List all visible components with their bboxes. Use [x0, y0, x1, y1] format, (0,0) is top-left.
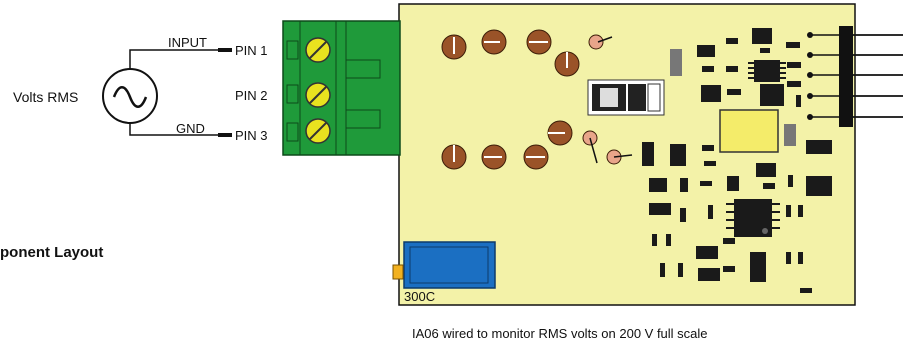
pin2-label: PIN 2	[235, 88, 268, 103]
capacitor	[441, 34, 467, 60]
ac-sine-icon	[102, 68, 158, 124]
input-wire-label: INPUT	[168, 35, 207, 50]
potentiometer	[392, 241, 496, 289]
board-id-label: 300C	[404, 289, 436, 304]
resistor-small	[582, 130, 598, 164]
terminal-screw-3	[305, 118, 331, 144]
terminal-block	[282, 20, 401, 156]
pin3-label: PIN 3	[235, 128, 268, 143]
figure-caption: IA06 wired to monitor RMS volts on 200 V…	[412, 326, 708, 341]
pin1-label: PIN 1	[235, 43, 268, 58]
capacitor	[481, 144, 507, 170]
input-wire	[129, 48, 232, 69]
resistor-small	[606, 149, 633, 165]
source-label: Volts RMS	[13, 89, 79, 105]
terminal-screw-2	[305, 82, 331, 108]
capacitor	[441, 144, 467, 170]
gnd-wire-label: GND	[176, 121, 205, 136]
capacitor	[526, 29, 552, 55]
jumper-switch	[587, 79, 665, 116]
yellow-component	[719, 109, 779, 153]
ic-chip	[748, 60, 786, 82]
terminal-screw-1	[305, 37, 331, 63]
gnd-wire	[129, 123, 232, 137]
output-header	[807, 26, 903, 127]
section-heading: ponent Layout	[0, 244, 104, 261]
ic-chip	[726, 199, 780, 237]
capacitor	[547, 120, 573, 146]
capacitor	[523, 144, 549, 170]
resistor-small	[588, 34, 613, 50]
capacitor	[481, 29, 507, 55]
smd-components-right	[642, 124, 832, 293]
capacitor	[554, 51, 580, 77]
